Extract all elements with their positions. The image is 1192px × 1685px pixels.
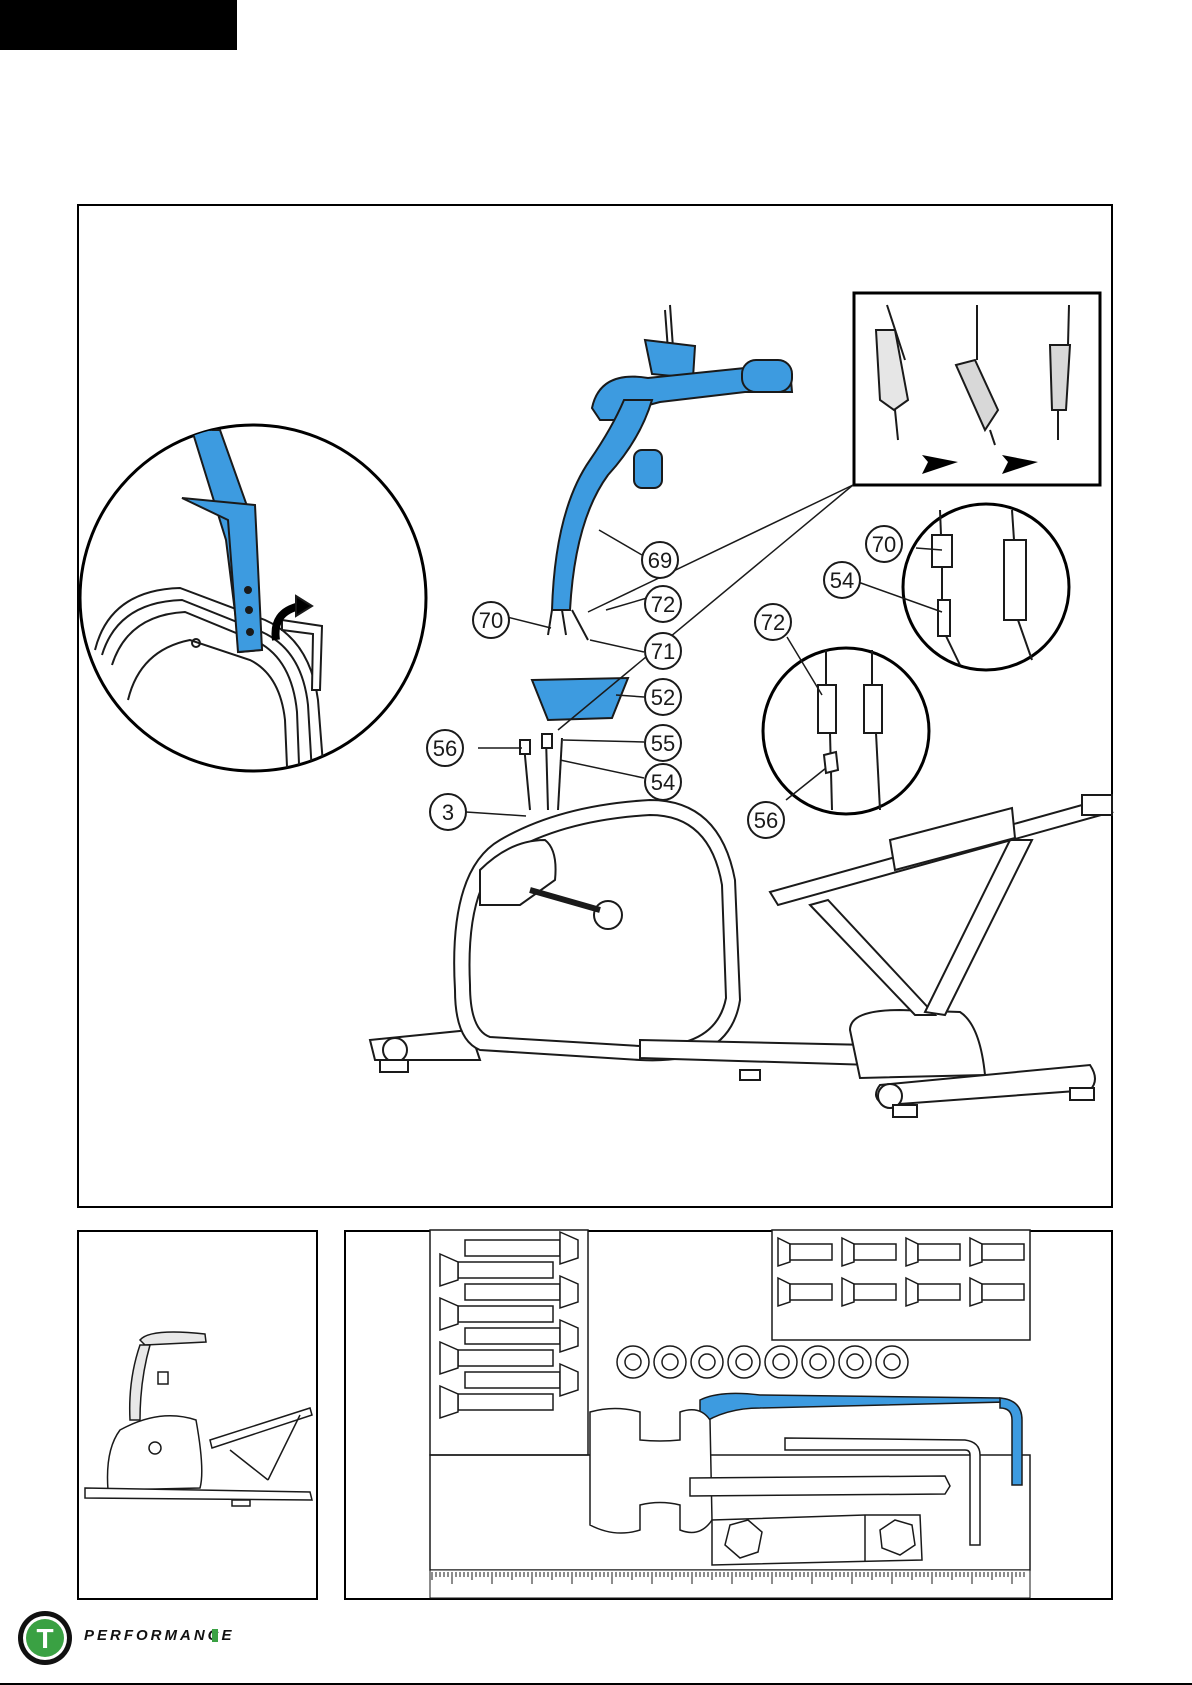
zoom-circle-bolt — [80, 425, 426, 790]
spanner-tool — [590, 1409, 712, 1534]
callout-69: 69 — [648, 548, 672, 573]
callout-71: 71 — [651, 639, 675, 664]
callout-70: 70 — [479, 608, 503, 633]
callout-3: 3 — [442, 800, 454, 825]
brand-accent-bar — [212, 1629, 218, 1642]
wire-bundle — [520, 734, 562, 810]
connector-steps-inset — [854, 293, 1100, 485]
detail-callout-54: 54 — [830, 568, 854, 593]
screwdriver-tool — [690, 1476, 950, 1496]
hardware-panel — [430, 1230, 1030, 1570]
zoom-circle-connector — [763, 648, 929, 814]
detail-callout-72: 72 — [761, 610, 785, 635]
callout-52: 52 — [651, 685, 675, 710]
callout-56: 56 — [433, 736, 457, 761]
callout-54: 54 — [651, 770, 675, 795]
callout-55: 55 — [651, 731, 675, 756]
thumbnail-bike — [85, 1332, 312, 1506]
brand-logo: T — [18, 1611, 72, 1665]
blue-hex-key-icon — [700, 1393, 1005, 1425]
callout-72: 72 — [651, 592, 675, 617]
zoom-circle-cables — [903, 504, 1069, 670]
brand-logo-letter: T — [36, 1623, 53, 1654]
bike-frame — [370, 795, 1112, 1117]
detail-callout-70: 70 — [872, 532, 896, 557]
washers — [617, 1346, 908, 1378]
ruler — [430, 1570, 1030, 1598]
detail-callout-56: 56 — [754, 808, 778, 833]
